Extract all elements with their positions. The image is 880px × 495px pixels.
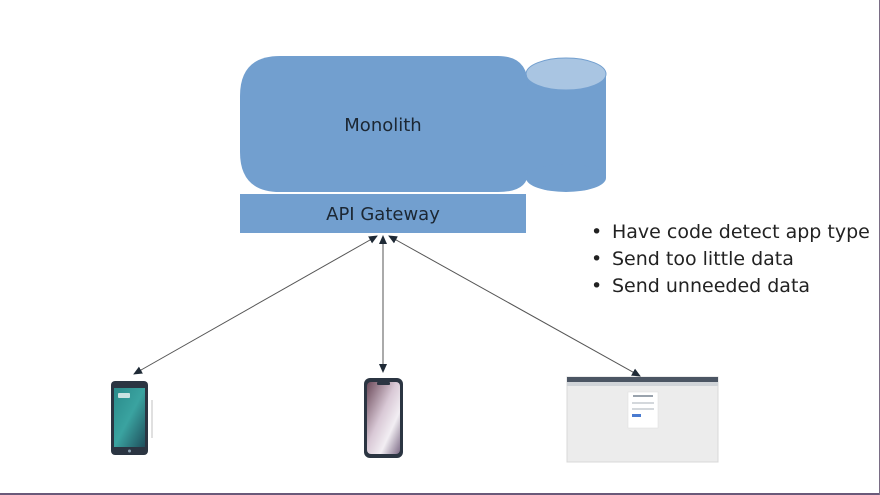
database-cylinder — [525, 57, 607, 192]
android-phone-icon — [111, 381, 153, 455]
monolith-label: Monolith — [344, 115, 421, 136]
bullet-list: • Have code detect app type • Send too l… — [591, 219, 870, 300]
bullet-glyph: • — [591, 248, 603, 270]
bullet-text: Send too little data — [612, 248, 794, 270]
bullet-text: Send unneeded data — [612, 275, 811, 297]
slide-bottom-border — [0, 493, 880, 495]
edge-gateway-android — [133, 235, 378, 375]
iphone-icon — [364, 378, 403, 458]
api-gateway-box — [240, 194, 526, 233]
api-gateway-label: API Gateway — [326, 204, 440, 225]
bullet-item: • Send too little data — [591, 246, 870, 273]
bullet-glyph: • — [591, 275, 603, 297]
monolith-box — [240, 56, 528, 192]
bullet-glyph: • — [591, 221, 603, 243]
bullet-text: Have code detect app type — [612, 221, 870, 243]
edge-gateway-browser — [388, 235, 641, 377]
browser-window-icon — [566, 376, 719, 463]
bullet-item: • Have code detect app type — [591, 219, 870, 246]
bullet-item: • Send unneeded data — [591, 273, 870, 300]
